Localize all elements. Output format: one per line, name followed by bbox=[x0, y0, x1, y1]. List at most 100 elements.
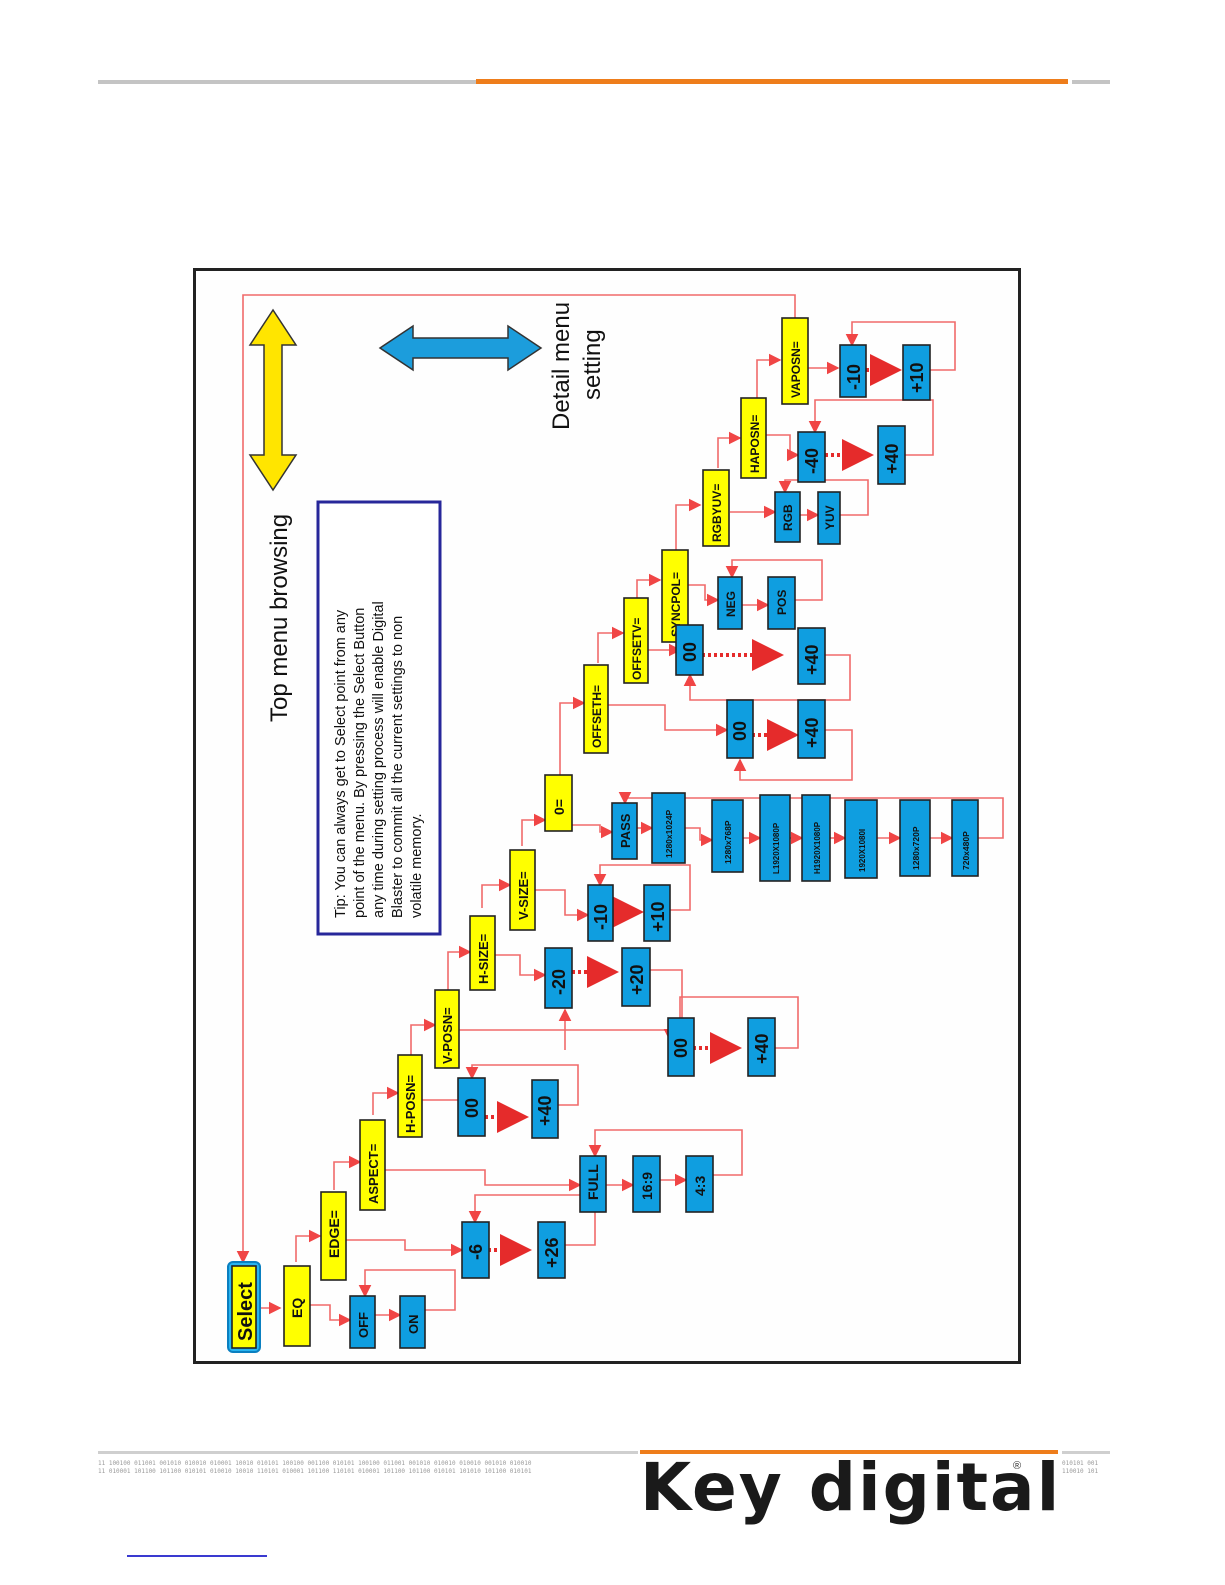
value-offsetv-max[interactable] bbox=[797, 627, 826, 685]
value-vposn-min-label: 00 bbox=[671, 1038, 691, 1058]
value-offseth-min[interactable] bbox=[726, 699, 754, 759]
menu-offsetv[interactable] bbox=[623, 597, 649, 684]
value-aspect-full[interactable] bbox=[579, 1155, 607, 1213]
value-vsize-min[interactable] bbox=[587, 884, 614, 942]
menu-eq[interactable] bbox=[283, 1265, 311, 1347]
menu-items: EQ EDGE= ASPECT= H-POSN= V-POSN= H-SIZE=… bbox=[283, 317, 809, 1347]
value-res-7-label: 720x480P bbox=[961, 831, 971, 870]
value-res-2[interactable] bbox=[711, 799, 744, 873]
value-edge-min[interactable] bbox=[461, 1221, 490, 1279]
menu-rgbyuv[interactable] bbox=[702, 469, 730, 547]
value-aspect-43-label: 4:3 bbox=[692, 1176, 708, 1196]
value-vsize-max[interactable] bbox=[643, 884, 671, 942]
value-color-rgb-label: RGB bbox=[781, 504, 795, 531]
menu-aspect-label: ASPECT= bbox=[366, 1143, 381, 1204]
menu-zero[interactable] bbox=[544, 774, 573, 832]
value-eq-on[interactable] bbox=[399, 1295, 426, 1349]
tip-line-5: volatile memory. bbox=[409, 814, 425, 918]
value-vposn-min[interactable] bbox=[667, 1017, 695, 1077]
value-res-1[interactable] bbox=[651, 792, 686, 864]
menu-edge-label: EDGE= bbox=[326, 1210, 342, 1258]
value-hposn-min[interactable] bbox=[457, 1077, 486, 1137]
menu-offseth[interactable] bbox=[583, 664, 609, 754]
tip-text: Tip: You can always get to Select point … bbox=[333, 601, 425, 918]
menu-vaposn[interactable] bbox=[781, 317, 809, 405]
value-vsize-min-label: -10 bbox=[591, 904, 611, 930]
footer-binary-line-2: 11 010001 101100 101100 010101 010010 10… bbox=[98, 1468, 532, 1475]
value-hsize-min[interactable] bbox=[544, 947, 573, 1009]
connector-lines bbox=[236, 294, 1004, 1327]
menu-hsize-label: H-SIZE= bbox=[476, 933, 491, 984]
value-haposn-max[interactable] bbox=[877, 425, 906, 485]
value-res-4-label: H1920X1080P bbox=[813, 821, 822, 874]
menu-hsize[interactable] bbox=[469, 915, 496, 991]
value-eq-off-label: OFF bbox=[356, 1312, 371, 1338]
menu-vsize[interactable] bbox=[509, 849, 536, 931]
value-vposn-max[interactable] bbox=[747, 1017, 776, 1077]
value-res-4[interactable] bbox=[801, 794, 831, 882]
value-res-2-label: 1280x768P bbox=[723, 820, 733, 864]
value-res-5[interactable] bbox=[844, 799, 878, 879]
value-sync-neg[interactable] bbox=[717, 576, 743, 630]
detail-menu-label-2: setting bbox=[579, 329, 606, 400]
value-edge-max[interactable] bbox=[537, 1221, 566, 1279]
menu-haposn[interactable] bbox=[740, 397, 767, 479]
value-res-6-label: 1280x720P bbox=[911, 826, 921, 870]
menu-syncpol-label: SYNCPOL= bbox=[669, 572, 683, 637]
select-box[interactable] bbox=[231, 1265, 257, 1349]
value-offsetv-max-label: +40 bbox=[802, 644, 822, 675]
value-offsetv-min[interactable] bbox=[675, 624, 704, 676]
value-color-rgb[interactable] bbox=[774, 491, 801, 543]
value-offseth-max[interactable] bbox=[797, 699, 826, 759]
value-res-7[interactable] bbox=[951, 799, 979, 877]
value-res-pass[interactable] bbox=[611, 802, 638, 860]
value-vaposn-max[interactable] bbox=[902, 344, 931, 401]
value-vaposn-max-label: +10 bbox=[907, 362, 927, 393]
menu-offsetv-label: OFFSETV= bbox=[630, 618, 644, 680]
menu-rgbyuv-label: RGBYUV= bbox=[710, 484, 724, 542]
value-sync-pos[interactable] bbox=[767, 576, 796, 630]
value-hsize-max[interactable] bbox=[621, 947, 651, 1007]
value-haposn-min[interactable] bbox=[797, 431, 826, 483]
tip-line-3: any time during setting process will ena… bbox=[371, 601, 387, 918]
detail-menu-double-arrow bbox=[378, 324, 543, 372]
menu-vaposn-label: VAPOSN= bbox=[789, 341, 803, 398]
value-haposn-max-label: +40 bbox=[882, 443, 902, 474]
value-aspect-full-label: FULL bbox=[585, 1164, 601, 1200]
value-haposn-min-label: -40 bbox=[802, 448, 822, 474]
top-menu-label: Top menu browsing bbox=[266, 514, 293, 722]
value-res-6[interactable] bbox=[899, 799, 931, 877]
value-color-yuv[interactable] bbox=[817, 491, 841, 545]
value-vsize-max-label: +10 bbox=[648, 901, 668, 932]
menu-vposn[interactable] bbox=[434, 989, 460, 1069]
tip-box bbox=[316, 500, 442, 936]
footer-rule-grey-right bbox=[1062, 1451, 1110, 1454]
value-aspect-169[interactable] bbox=[632, 1155, 661, 1213]
menu-aspect[interactable] bbox=[359, 1119, 386, 1211]
menu-zero-label: 0= bbox=[551, 799, 567, 815]
value-color-yuv-label: YUV bbox=[823, 505, 837, 530]
value-res-3[interactable] bbox=[759, 794, 791, 882]
footer-link-underline[interactable] bbox=[127, 1555, 267, 1557]
value-hsize-min-label: -20 bbox=[549, 969, 569, 995]
value-hposn-min-label: 00 bbox=[462, 1098, 482, 1118]
top-menu-double-arrow bbox=[248, 308, 298, 492]
footer-rule-grey bbox=[98, 1451, 638, 1454]
header-rule-grey bbox=[98, 80, 476, 84]
value-aspect-169-label: 16:9 bbox=[639, 1172, 655, 1200]
menu-haposn-label: HAPOSN= bbox=[748, 415, 762, 473]
menu-eq-label: EQ bbox=[289, 1298, 305, 1318]
menu-edge[interactable] bbox=[320, 1191, 347, 1281]
value-aspect-43[interactable] bbox=[685, 1155, 714, 1213]
header-rule-orange bbox=[476, 79, 1068, 84]
menu-hposn[interactable] bbox=[397, 1054, 423, 1138]
value-hposn-max-label: +40 bbox=[535, 1095, 555, 1126]
value-hposn-max[interactable] bbox=[531, 1079, 559, 1139]
value-eq-on-label: ON bbox=[406, 1315, 421, 1335]
value-offseth-max-label: +40 bbox=[802, 717, 822, 748]
value-res-3-label: L1920X1080P bbox=[772, 822, 781, 874]
footer-binary-right-1: 010101 001 bbox=[1062, 1460, 1099, 1467]
value-vaposn-min[interactable] bbox=[839, 344, 867, 398]
value-eq-off[interactable] bbox=[349, 1295, 376, 1349]
